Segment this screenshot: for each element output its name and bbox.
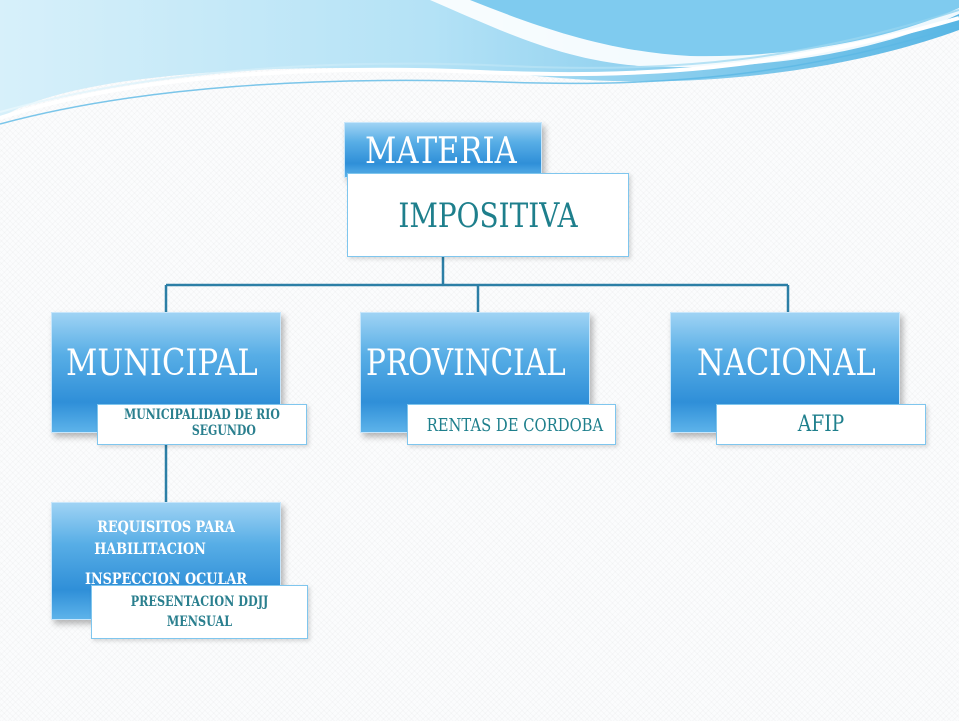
nacional-subtitle: AFIP xyxy=(797,412,845,437)
root-subtitle: IMPOSITIVA xyxy=(398,196,578,236)
root-title: MATERIA xyxy=(365,131,517,172)
nacional-subtitle-box: AFIP xyxy=(716,404,926,445)
requisitos-line-3: INSPECCION OCULAR xyxy=(84,569,248,588)
requisitos-subtitle-line-2: MENSUAL xyxy=(166,614,233,630)
municipal-subtitle-line-1: MUNICIPALIDAD DE RIO xyxy=(124,407,280,423)
header-wave-banner xyxy=(0,0,959,125)
municipal-title: MUNICIPAL xyxy=(66,343,258,384)
provincial-subtitle-box: RENTAS DE CORDOBA xyxy=(407,404,616,445)
requisitos-subtitle-box: PRESENTACION DDJJ MENSUAL xyxy=(91,585,308,639)
municipal-subtitle-box: MUNICIPALIDAD DE RIO SEGUNDO xyxy=(97,404,307,445)
requisitos-subtitle-line-1: PRESENTACION DDJJ xyxy=(130,594,269,610)
nacional-title: NACIONAL xyxy=(697,343,876,384)
requisitos-line-1: REQUISITOS PARA xyxy=(97,517,235,536)
root-node: MATERIA xyxy=(344,122,542,178)
root-subtitle-box: IMPOSITIVA xyxy=(347,173,629,257)
municipal-subtitle-line-2: SEGUNDO xyxy=(191,423,256,439)
provincial-subtitle: RENTAS DE CORDOBA xyxy=(426,415,604,436)
provincial-title: PROVINCIAL xyxy=(366,343,566,384)
requisitos-line-2: HABILITACION xyxy=(94,539,206,558)
